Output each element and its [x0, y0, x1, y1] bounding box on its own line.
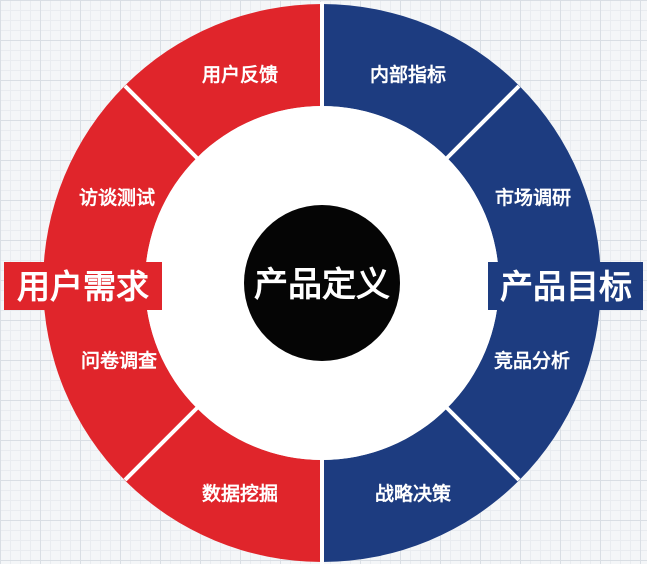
segment-competitor-analysis: 竞品分析	[494, 349, 570, 372]
segment-data-mining: 数据挖掘	[202, 482, 278, 505]
divider-left-upper	[123, 84, 200, 161]
divider-right-upper	[444, 84, 521, 161]
left-ring-half	[43, 4, 323, 562]
inner-label-scenario: 场景描述	[200, 355, 276, 378]
segment-interview-test: 访谈测试	[79, 186, 155, 209]
inner-label-persona: 用户角色	[373, 355, 449, 378]
divider-left-lower	[123, 405, 200, 482]
right-ring-half	[322, 4, 601, 562]
center-circle	[244, 205, 400, 361]
segment-internal-metrics: 内部指标	[370, 63, 446, 86]
inner-label-storyboard: 故事板	[300, 151, 358, 174]
center-label: 产品定义	[254, 266, 390, 304]
right-box	[488, 262, 643, 310]
segment-questionnaire: 问卷调查	[81, 349, 158, 372]
left-box-label: 用户需求	[17, 268, 149, 305]
segment-market-research: 市场调研	[495, 186, 571, 209]
left-box	[4, 262, 162, 310]
divider-right-lower	[444, 405, 521, 482]
right-box-label: 产品目标	[500, 268, 632, 305]
segment-strategy-decision: 战略决策	[375, 482, 452, 505]
segment-user-feedback: 用户反馈	[202, 63, 278, 86]
segment-dividers	[123, 2, 521, 564]
